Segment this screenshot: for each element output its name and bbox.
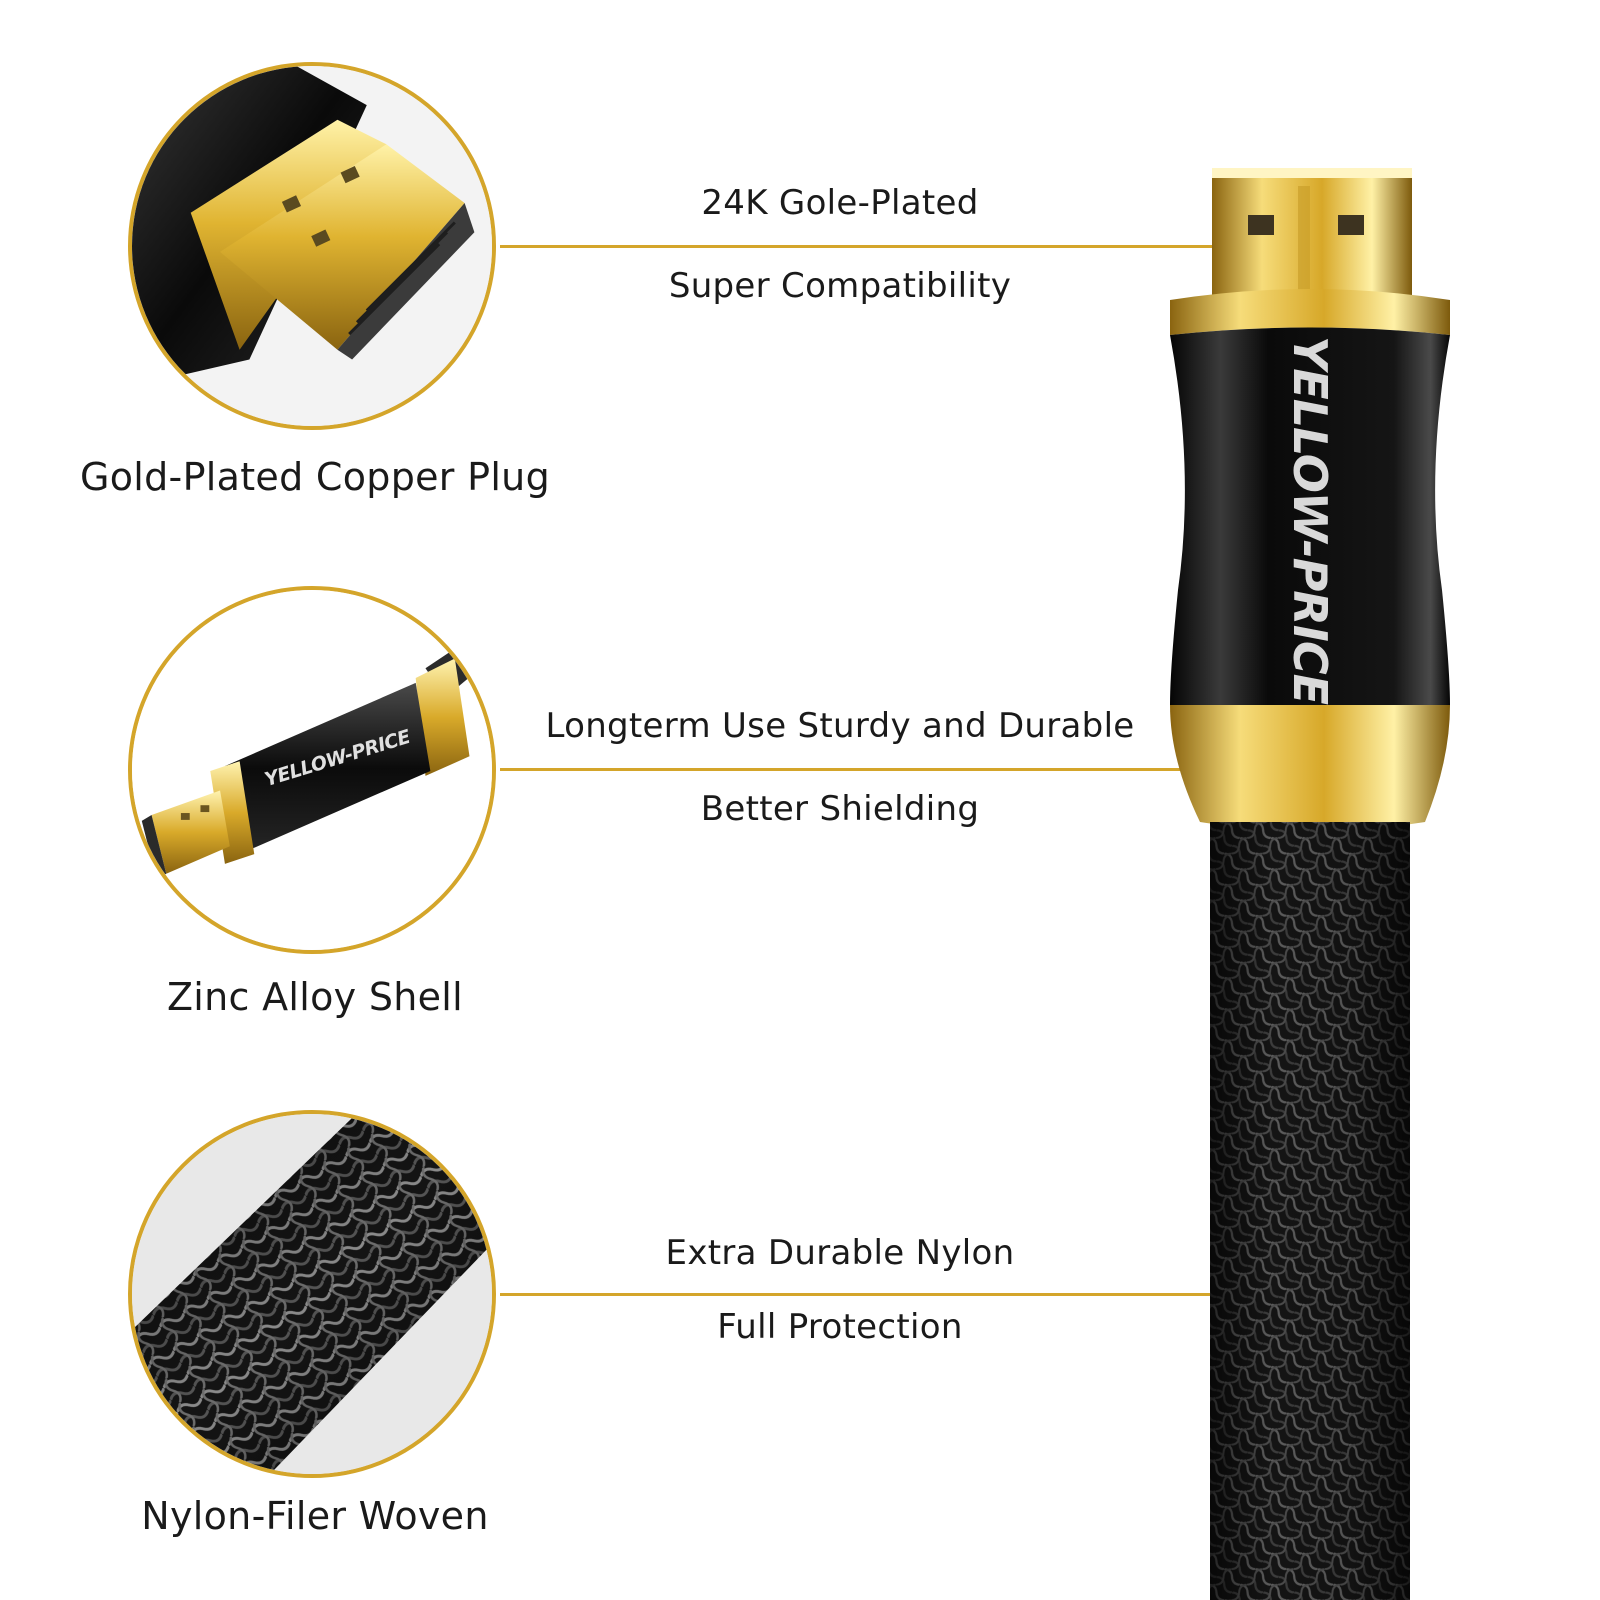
feature-longterm-sturdy: Longterm Use Sturdy and Durable <box>545 706 1135 746</box>
brand-logo-vertical: YELLOW-PRICE <box>1230 330 1390 710</box>
gold-plug-icon <box>132 66 492 426</box>
caption-gold-plated-copper-plug: Gold-Plated Copper Plug <box>79 455 550 499</box>
caption-zinc-alloy-shell: Zinc Alloy Shell <box>166 975 464 1019</box>
feature-super-compatibility: Super Compatibility <box>668 266 1012 306</box>
nylon-braid-closeup-image <box>128 1110 496 1478</box>
feature-extra-durable-nylon: Extra Durable Nylon <box>665 1233 1015 1273</box>
connector-line-plug <box>500 245 1306 248</box>
hdmi-cable-product-image <box>1150 150 1480 1600</box>
hdmi-cable-icon <box>1170 168 1450 1600</box>
plug-tip <box>1212 168 1412 298</box>
connector-shell-closeup-image: YELLOW-PRICE <box>128 586 496 954</box>
caption-nylon-filer-woven: Nylon-Filer Woven <box>141 1494 489 1538</box>
feature-better-shielding: Better Shielding <box>700 789 980 829</box>
connector-line-shell <box>500 768 1306 771</box>
brand-logo-text: YELLOW-PRICE <box>1283 335 1337 705</box>
connector-line-braid <box>500 1293 1306 1296</box>
nylon-braid-icon <box>132 1114 492 1474</box>
feature-full-protection: Full Protection <box>717 1307 963 1347</box>
feature-24k-gold-plated: 24K Gole-Plated <box>701 183 979 223</box>
gold-plug-closeup-image <box>128 62 496 430</box>
